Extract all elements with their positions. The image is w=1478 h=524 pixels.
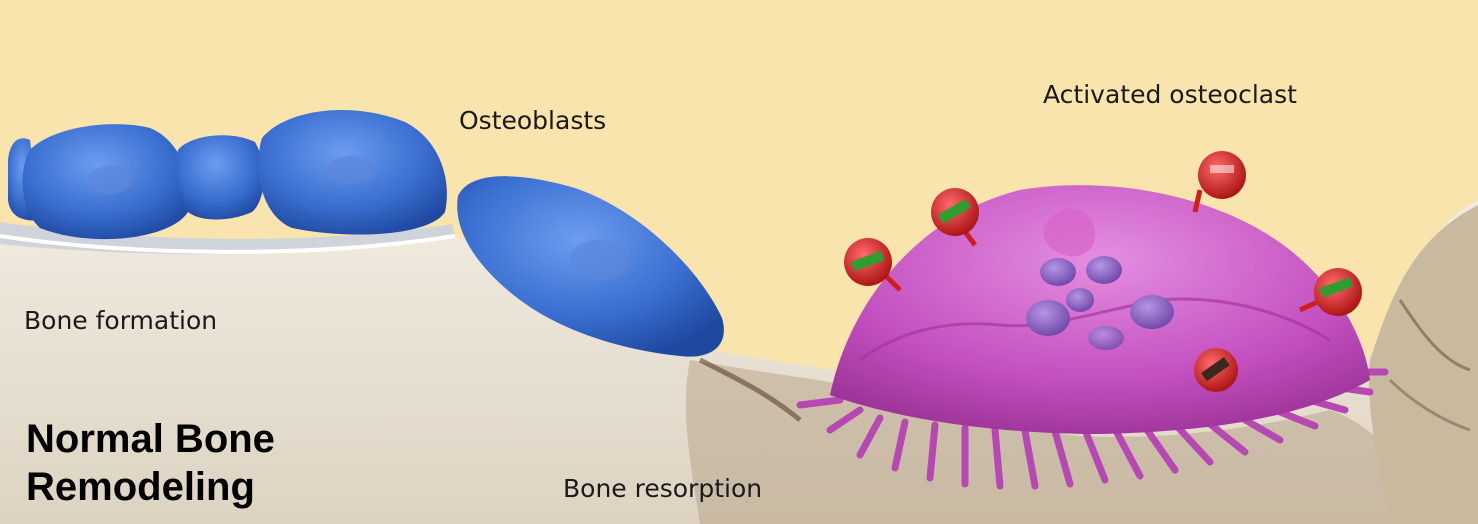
diagram-title-line-2: Remodeling: [26, 463, 275, 511]
bone-formation-label: Bone formation: [24, 306, 217, 335]
diagram-title-line-1: Normal Bone: [26, 415, 275, 463]
bone-resorption-label: Bone resorption: [563, 474, 762, 503]
osteoblast-cell-3: [176, 135, 263, 219]
activated-osteoclast-label: Activated osteoclast: [1043, 80, 1297, 109]
receptor-5: [1194, 348, 1238, 392]
osteoblasts-label: Osteoblasts: [459, 106, 606, 135]
diagram-title: Normal Bone Remodeling: [26, 415, 275, 511]
